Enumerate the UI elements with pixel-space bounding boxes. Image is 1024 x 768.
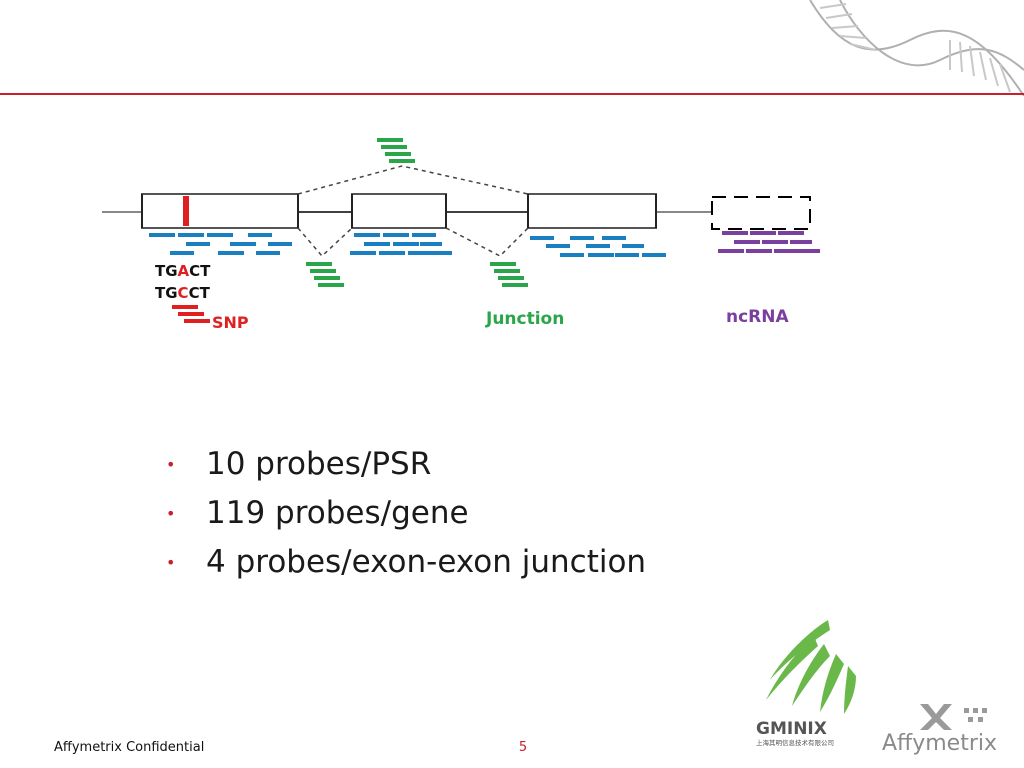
- bullet-dot-icon: •: [166, 455, 176, 474]
- exon-3: [527, 193, 657, 229]
- bullet-item: •10 probes/PSR: [162, 440, 646, 489]
- probe-diagram: TGACT TGCCT SNP Junction ncRNA: [102, 138, 820, 332]
- exon-probes-1: [149, 233, 292, 255]
- affymetrix-logo: Affymetrix: [882, 704, 997, 756]
- affymetrix-name: Affymetrix: [882, 731, 997, 756]
- junction-probes-right: [490, 262, 528, 287]
- snp-sequence-1: TGACT: [155, 262, 211, 280]
- junction-probes-left: [306, 262, 344, 287]
- bullet-dot-icon: •: [166, 553, 176, 572]
- gminix-name: GMINIX: [756, 719, 827, 739]
- page-number: 5: [518, 740, 528, 755]
- ncrna-probes: [718, 231, 820, 253]
- ncrna-label: ncRNA: [726, 307, 789, 327]
- bullet-item: •119 probes/gene: [162, 489, 646, 538]
- snp-label: SNP: [212, 313, 249, 332]
- snp-marker: [183, 196, 189, 226]
- gminix-leaf-icon: [766, 620, 856, 714]
- gminix-logo: GMINIX 上海其明信息技术有限公司: [756, 620, 856, 747]
- exon-probes-2: [350, 233, 452, 255]
- bullet-list: •10 probes/PSR •119 probes/gene •4 probe…: [162, 440, 646, 587]
- gminix-subtitle: 上海其明信息技术有限公司: [756, 738, 834, 747]
- dna-helix-graphic: [809, 0, 1024, 96]
- junction-probes-top: [377, 138, 415, 163]
- ncrna-box: [711, 196, 811, 230]
- exon-probes-3: [530, 236, 666, 257]
- junction-lines: [297, 165, 529, 258]
- exon-2: [351, 193, 447, 229]
- affymetrix-mark-icon: [920, 704, 987, 730]
- header-rule: [0, 93, 1024, 95]
- exon-1: [141, 193, 299, 229]
- bullet-item: •4 probes/exon-exon junction: [162, 538, 646, 587]
- exon-boxes: [141, 193, 657, 229]
- snp-probes: [172, 305, 210, 323]
- bullet-dot-icon: •: [166, 504, 176, 523]
- snp-sequence-2: TGCCT: [155, 284, 211, 302]
- junction-label: Junction: [485, 309, 564, 329]
- footer-confidential: Affymetrix Confidential: [54, 740, 205, 755]
